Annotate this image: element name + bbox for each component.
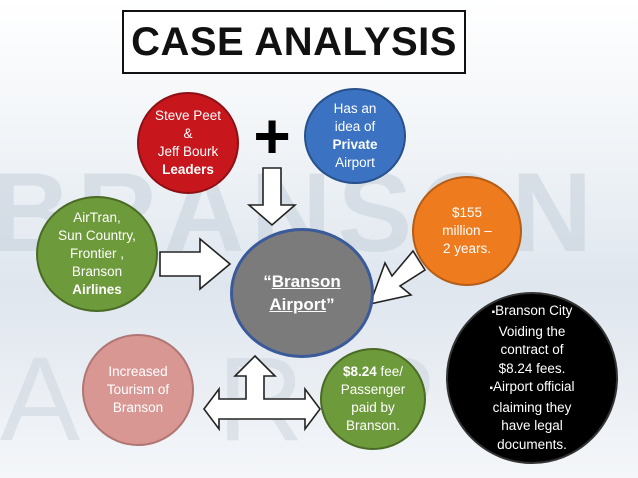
right-arrow bbox=[159, 237, 232, 291]
issues-list: ▪Branson City Voiding the contract of $8… bbox=[489, 302, 574, 454]
plus-sign: + bbox=[253, 100, 291, 172]
fee-line-4: Branson. bbox=[345, 418, 401, 433]
private-airport-node: Has an idea of Private Airport bbox=[304, 88, 406, 184]
down-arrow bbox=[246, 167, 298, 227]
leaders-line-3: Jeff Bourk bbox=[157, 144, 219, 159]
issues-item-1-line-1: ▪Branson City bbox=[491, 303, 573, 318]
airlines-line-5: Airlines bbox=[72, 282, 122, 297]
center-line-1: “Branson bbox=[263, 270, 340, 293]
airlines-line-3: Frontier , bbox=[69, 246, 124, 261]
private-airport-line-4: Airport bbox=[335, 155, 375, 170]
issues-node: ▪Branson City Voiding the contract of $8… bbox=[446, 292, 618, 464]
leaders-line-4: Leaders bbox=[162, 162, 214, 177]
center-line-2: Airport” bbox=[269, 293, 334, 316]
airlines-node: AirTran, Sun Country, Frontier , Branson… bbox=[36, 196, 158, 312]
fee-node: $8.24 fee/ Passenger paid by Branson. bbox=[320, 348, 426, 450]
tourism-node: Increased Tourism of Branson bbox=[82, 334, 194, 446]
bullet-1: ▪ bbox=[491, 307, 496, 318]
branson-airport-center-node: “Branson Airport” bbox=[230, 228, 374, 358]
private-airport-line-3: Private bbox=[332, 137, 378, 152]
issues-item-2-line-3: have legal bbox=[501, 418, 563, 433]
diagonal-arrow bbox=[368, 249, 427, 306]
airlines-line-4: Branson bbox=[71, 264, 123, 279]
fee-line-2: Passenger bbox=[340, 382, 406, 397]
issues-item-1-line-2: Voiding the bbox=[498, 323, 566, 339]
fee-line-1: $8.24 fee/ bbox=[343, 363, 403, 381]
title-box: CASE ANALYSIS bbox=[122, 10, 466, 74]
tourism-line-2: Tourism of bbox=[106, 382, 170, 397]
bullet-2: ▪ bbox=[489, 383, 493, 394]
cost-line-1: $155 bbox=[451, 205, 483, 220]
center-branson: Branson bbox=[271, 272, 341, 291]
tourism-line-3: Branson bbox=[112, 400, 164, 415]
fee-amount: $8.24 bbox=[342, 364, 377, 379]
center-airport: Airport bbox=[269, 295, 327, 314]
issues-item-1-line-3: contract of bbox=[500, 342, 564, 357]
fee-line-1-rest: fee/ bbox=[376, 364, 404, 379]
leaders-line-1: Steve Peet bbox=[154, 108, 222, 123]
three-way-arrow bbox=[203, 354, 321, 432]
cost-line-3: 2 years. bbox=[442, 241, 492, 256]
private-airport-line-2: idea of bbox=[334, 119, 376, 134]
airlines-line-2: Sun Country, bbox=[58, 228, 136, 243]
issues-item-2-line-2: claiming they bbox=[492, 399, 572, 415]
cost-line-2: million – bbox=[442, 223, 492, 238]
center-quote-close: ” bbox=[326, 295, 335, 314]
center-quote-open: “ bbox=[263, 272, 272, 291]
page-title: CASE ANALYSIS bbox=[131, 19, 457, 64]
tourism-line-1: Increased bbox=[108, 364, 168, 379]
issues-item-1-line-4: $8.24 fees. bbox=[498, 360, 566, 376]
cost-node: $155 million – 2 years. bbox=[412, 176, 522, 286]
airlines-line-1: AirTran, bbox=[73, 210, 121, 225]
issues-item-2-line-4: documents. bbox=[497, 436, 567, 452]
fee-line-3: paid by bbox=[351, 400, 395, 415]
leaders-node: Steve Peet & Jeff Bourk Leaders bbox=[137, 92, 239, 194]
private-airport-line-1: Has an bbox=[333, 101, 377, 116]
leaders-line-2: & bbox=[183, 126, 193, 141]
issues-item-2-line-1: ▪Airport official bbox=[489, 379, 575, 394]
